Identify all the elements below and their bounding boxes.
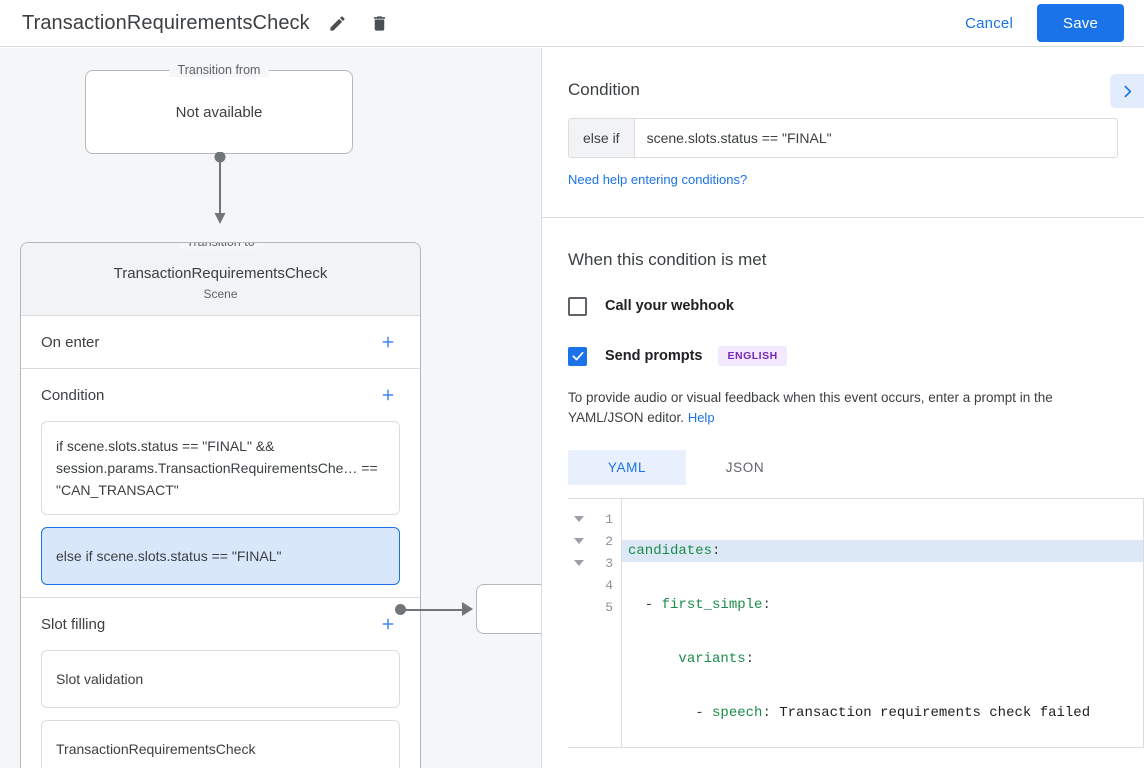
top-app-bar: TransactionRequirementsCheck Cancel Save [0, 0, 1144, 47]
editor-gutter: 1 2 3 4 5 [568, 499, 622, 747]
gutter-row: 4 [568, 574, 621, 596]
code-editor[interactable]: 1 2 3 4 5 candidates: - [568, 498, 1144, 748]
webhook-checkbox-label: Call your webhook [605, 298, 734, 314]
condition-chip-else-if[interactable]: else if scene.slots.status == "FINAL" [41, 527, 400, 585]
gutter-row: 1 [568, 508, 621, 530]
condition-input[interactable] [634, 119, 1117, 157]
prompts-description: To provide audio or visual feedback when… [568, 388, 1118, 428]
language-badge: ENGLISH [718, 346, 787, 366]
page-title: TransactionRequirementsCheck [22, 11, 310, 34]
condition-field[interactable]: else if [568, 118, 1118, 158]
save-button[interactable]: Save [1037, 4, 1124, 42]
panel-divider [542, 217, 1144, 218]
yaml-key: speech [712, 705, 763, 721]
send-prompts-checkbox-label: Send prompts [605, 348, 703, 364]
section-slot-filling: Slot filling Slot validation Transaction… [21, 598, 420, 768]
fold-toggle-icon[interactable] [574, 538, 584, 544]
panel-condition-block: Condition else if Need help entering con… [542, 48, 1144, 217]
send-prompts-checkbox-row[interactable]: Send prompts ENGLISH [568, 338, 1118, 374]
yaml-colon: : [745, 651, 755, 667]
section-on-enter: On enter [21, 316, 420, 369]
line-number: 1 [605, 511, 613, 527]
editor-tabs: YAML JSON [568, 450, 1118, 485]
section-slot-filling-title: Slot filling [41, 615, 106, 633]
flow-arrow-icon [214, 152, 226, 224]
condition-connector-arrow-icon [462, 602, 473, 616]
when-met-heading: When this condition is met [568, 250, 767, 269]
section-slot-filling-header: Slot filling [41, 598, 400, 650]
add-condition-icon[interactable] [376, 383, 400, 407]
line-number: 5 [605, 599, 613, 615]
add-on-enter-icon[interactable] [376, 330, 400, 354]
panel-when-met-block: When this condition is met Call your web… [542, 218, 1144, 485]
editor-code-area[interactable]: candidates: - first_simple: variants: - … [622, 499, 1144, 747]
line-number: 4 [605, 577, 613, 593]
trash-icon[interactable] [366, 9, 394, 37]
line-number: 3 [605, 555, 613, 571]
condition-chip-if[interactable]: if scene.slots.status == "FINAL" && sess… [41, 421, 400, 515]
section-condition-title: Condition [41, 386, 105, 404]
gutter-row: 2 [568, 530, 621, 552]
yaml-key: variants [678, 651, 746, 667]
scene-name: TransactionRequirementsCheck [113, 265, 328, 282]
condition-connector-line [404, 608, 466, 611]
add-slot-filling-icon[interactable] [376, 612, 400, 636]
code-line: variants: [622, 648, 1144, 670]
flow-canvas[interactable]: Transition from Not available Transition… [0, 48, 541, 768]
slot-validation-chip[interactable]: Slot validation [41, 650, 400, 708]
fold-toggle-icon[interactable] [574, 560, 584, 566]
condition-help-row: Need help entering conditions? [568, 158, 1118, 217]
details-panel: Condition else if Need help entering con… [541, 48, 1144, 768]
gutter-row: 5 [568, 596, 621, 618]
condition-help-link[interactable]: Need help entering conditions? [568, 172, 748, 187]
slot-filling-chip[interactable]: TransactionRequirementsCheck [41, 720, 400, 768]
yaml-colon: : [712, 543, 721, 559]
tab-yaml[interactable]: YAML [568, 450, 686, 485]
send-prompts-checkbox[interactable] [568, 346, 587, 366]
transition-from-value: Not available [175, 103, 263, 121]
panel-condition-heading: Condition [568, 80, 640, 99]
pencil-icon[interactable] [324, 9, 352, 37]
yaml-value: Transaction requirements check failed [770, 705, 1091, 721]
prompts-help-link[interactable]: Help [687, 410, 715, 425]
transition-to-legend: Transition to [178, 243, 263, 249]
cancel-button[interactable]: Cancel [951, 7, 1027, 40]
gutter-row: 3 [568, 552, 621, 574]
webhook-checkbox[interactable] [568, 296, 587, 316]
prompts-description-text: To provide audio or visual feedback when… [568, 390, 1053, 425]
section-on-enter-header: On enter [41, 316, 400, 368]
section-condition-header: Condition [41, 369, 400, 421]
code-line: - speech: Transaction requirements check… [628, 705, 1091, 721]
scene-header: TransactionRequirementsCheck Scene [21, 243, 420, 316]
fold-toggle-icon[interactable] [574, 516, 584, 522]
condition-output-handle[interactable] [395, 604, 406, 615]
target-node-partial[interactable] [476, 584, 541, 634]
chevron-right-icon[interactable] [1110, 74, 1144, 108]
tab-json[interactable]: JSON [725, 460, 765, 475]
code-line: - first_simple: [628, 597, 771, 613]
section-on-enter-title: On enter [41, 333, 100, 351]
yaml-key: first_simple [661, 597, 763, 613]
yaml-key: candidates [628, 543, 713, 559]
transition-from-legend: Transition from [169, 63, 269, 77]
transition-from-node[interactable]: Transition from Not available [85, 63, 353, 154]
condition-prefix-label: else if [569, 119, 635, 157]
yaml-colon: : [762, 705, 771, 721]
line-number: 2 [605, 533, 613, 549]
scene-type: Scene [203, 287, 238, 301]
code-line: candidates: [622, 540, 1144, 562]
section-condition: Condition if scene.slots.status == "FINA… [21, 369, 420, 598]
transition-to-node[interactable]: Transition to TransactionRequirementsChe… [20, 242, 421, 768]
webhook-checkbox-row[interactable]: Call your webhook [568, 288, 1118, 324]
yaml-colon: : [762, 597, 771, 613]
